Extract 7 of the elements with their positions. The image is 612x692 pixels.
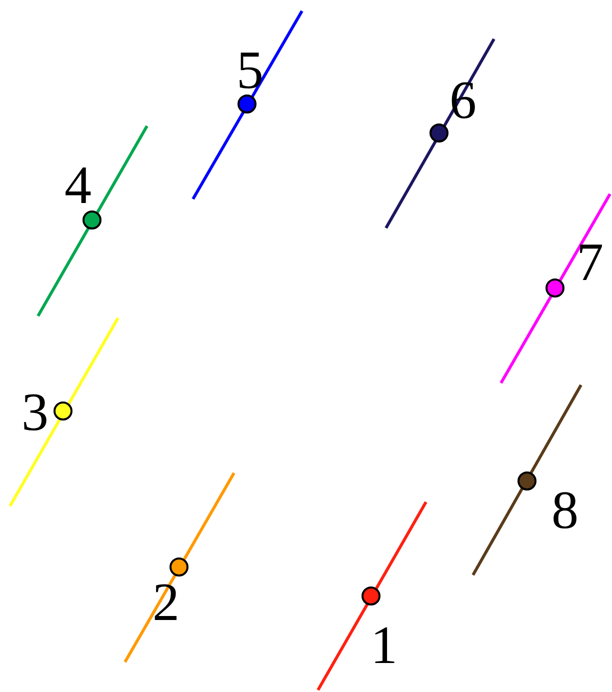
point-label: 2 [152,575,180,629]
point-label: 5 [236,43,264,97]
point-label: 1 [370,618,398,672]
point-label: 3 [22,385,48,439]
point-label: 8 [552,483,578,537]
point-label: 4 [64,158,92,212]
point-label: 7 [576,235,604,289]
